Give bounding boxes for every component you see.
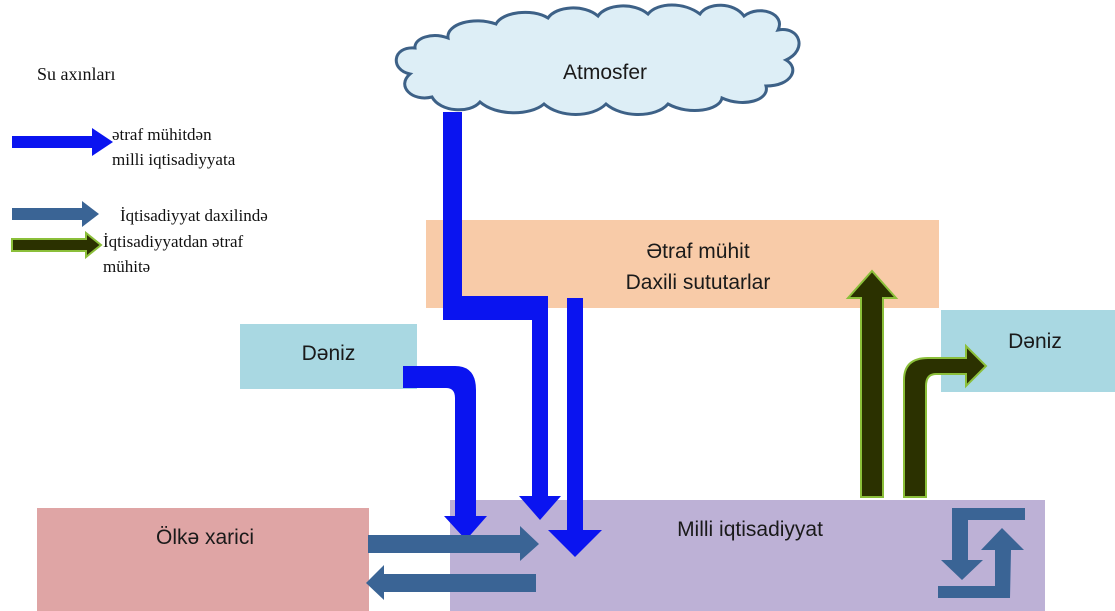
legend-title: Su axınları	[37, 64, 116, 84]
recycle-cycle-icon	[938, 508, 1025, 598]
deniz-right-label: Dəniz	[1008, 330, 1062, 354]
econ-flow-to-milli-arrow	[368, 526, 539, 561]
legend-item-out-line1: İqtisadiyyatdan ətraf	[103, 232, 244, 251]
legend-item-econ: İqtisadiyyat daxilində	[120, 206, 268, 225]
legend-env-arrow	[12, 128, 113, 156]
olke-xarici-box	[37, 508, 369, 611]
olke-xarici-label: Ölkə xarici	[155, 526, 255, 550]
deniz-left-label: Dəniz	[301, 342, 356, 366]
out-flow-sututarlar-arrow	[845, 269, 899, 498]
legend-item-out-line2: mühitə	[103, 257, 151, 276]
env-flow-atmosfer-arrow	[443, 112, 561, 520]
legend-econ-arrow	[12, 201, 99, 227]
etraf-muhit-label: Ətraf mühit Daxili sututarlar	[590, 232, 806, 302]
env-flow-deniz-arrow	[403, 366, 487, 540]
milli-iqtisadiyyat-label: Milli iqtisadiyyat	[677, 518, 823, 542]
atmosfer-cloud	[394, 3, 801, 116]
legend-item-env-line2: milli iqtisadiyyata	[112, 150, 236, 169]
etraf-muhit-title: Ətraf mühit	[646, 239, 750, 263]
atmosfer-label: Atmosfer	[562, 61, 648, 85]
env-flow-sututarlar-arrow	[548, 298, 602, 557]
deniz-left-box	[240, 324, 417, 389]
legend-item-env-line1: ətraf mühitdən	[112, 125, 212, 144]
legend-out-arrow	[11, 230, 103, 260]
daxili-sututarlar-title: Daxili sututarlar	[625, 271, 771, 294]
econ-flow-to-olke-arrow	[366, 565, 536, 600]
out-flow-deniz-arrow	[903, 343, 988, 498]
